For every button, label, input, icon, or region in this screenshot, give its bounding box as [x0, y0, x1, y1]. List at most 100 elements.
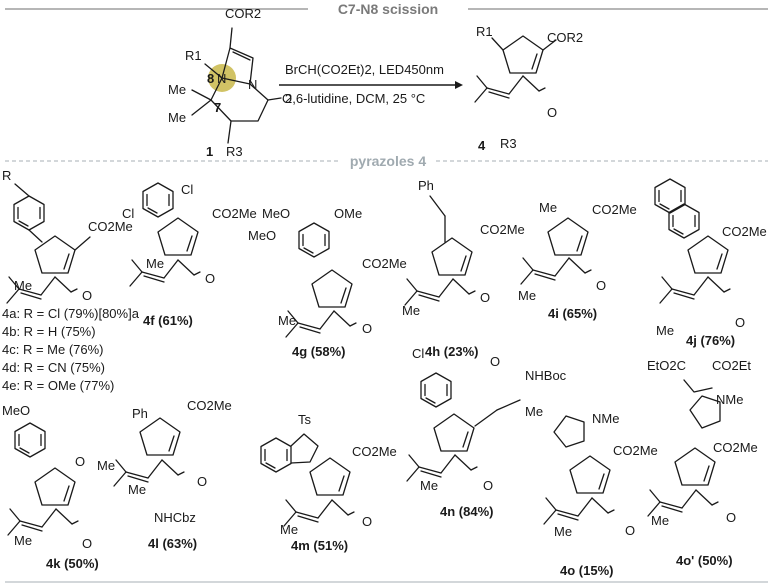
c4op-eto2c: EtO2C [647, 358, 686, 373]
c4l-nhcbz: NHCbz [154, 510, 196, 525]
c4h-ph: Ph [418, 178, 434, 193]
c4j-me: Me [656, 323, 674, 338]
sm-compound-label: 1 [206, 144, 213, 159]
sm-c7-label: 7 [214, 100, 221, 115]
c4i-co2me: CO2Me [592, 202, 637, 217]
sm-cor2: COR2 [225, 6, 261, 21]
compound-4k: MeO O Me Me O 4k (50%) [2, 403, 115, 571]
c4o-nme: NMe [592, 411, 619, 426]
c4f-cl-1: Cl [181, 182, 193, 197]
c4m-label: 4m (51%) [291, 538, 348, 553]
product-r1: R1 [476, 24, 493, 39]
sm-me-1: Me [168, 82, 186, 97]
c4j-label: 4j (76%) [686, 333, 735, 348]
c4h-co2me: CO2Me [480, 222, 525, 237]
compound-4a-4e: R CO2Me Me O 4a: R = Cl (79%)[80%]a 4b: … [2, 168, 140, 393]
compound-4h: Ph CO2Me Me O 4h (23%) [402, 178, 525, 359]
c4i-me: Me [518, 288, 536, 303]
compound-4g: MeO OMe MeO CO2Me Me O 4g (58%) [248, 206, 407, 359]
c4i-o: O [596, 278, 606, 293]
c4j-o: O [735, 315, 745, 330]
c4a-r-group: R [2, 168, 11, 183]
c4j-co2me: CO2Me [722, 224, 767, 239]
c4k-me: Me [14, 533, 32, 548]
c4l-ph: Ph [132, 406, 148, 421]
c4a-line-5: 4e: R = OMe (77%) [2, 378, 114, 393]
c4l-o: O [197, 474, 207, 489]
product-compound-label: 4 [478, 138, 486, 153]
c4g-me: Me [278, 313, 296, 328]
c4g-o: O [362, 321, 372, 336]
c4n-o: O [483, 478, 493, 493]
c4m-me: Me [280, 522, 298, 537]
c4o-label: 4o (15%) [560, 563, 613, 578]
header-title: C7-N8 scission [338, 1, 438, 17]
c4op-co2me: CO2Me [713, 440, 758, 455]
conditions-line: 2,6-lutidine, DCM, 25 °C [285, 91, 425, 106]
c4m-co2me: CO2Me [352, 444, 397, 459]
c4k-me-right: Me [97, 458, 115, 473]
c4n-cl: Cl [412, 346, 424, 361]
c4op-co2et: CO2Et [712, 358, 751, 373]
compound-4f: Cl Cl CO2Me Me O 4f (61%) [122, 182, 257, 328]
c4i-me-top: Me [539, 200, 557, 215]
c4g-meo-3: MeO [248, 228, 276, 243]
c4k-o-top: O [75, 454, 85, 469]
reaction-arrowhead [455, 81, 463, 89]
c4n-o-top: O [490, 354, 500, 369]
c4h-o: O [480, 290, 490, 305]
c4op-nme: NMe [716, 392, 743, 407]
c4m-o: O [362, 514, 372, 529]
product-r3: R3 [500, 136, 517, 151]
c4f-label: 4f (61%) [143, 313, 193, 328]
c4f-co2me: CO2Me [212, 206, 257, 221]
compound-4i: Me CO2Me Me O 4i (65%) [518, 200, 637, 321]
compound-4n: Cl O NHBoc Me Me O 4n (84%) [406, 346, 567, 519]
sm-n-atom-2: N [248, 77, 257, 92]
sm-r1: R1 [185, 48, 202, 63]
compound-4m: Ts CO2Me Me O 4m (51%) [260, 412, 397, 553]
c4f-me: Me [146, 256, 164, 271]
c4a-line-4: 4d: R = CN (75%) [2, 360, 105, 375]
sm-carbonyl-o: O [282, 91, 292, 106]
c4n-label: 4n (84%) [440, 504, 493, 519]
c4op-me: Me [651, 513, 669, 528]
sm-n8-label: 8 [207, 71, 214, 86]
product-4: R1 COR2 O R3 4 [474, 24, 583, 153]
c4f-o: O [205, 271, 215, 286]
sm-r3: R3 [226, 144, 243, 159]
c4f-cl-2: Cl [122, 206, 134, 221]
c4n-me: Me [420, 478, 438, 493]
section-title: pyrazoles 4 [350, 153, 426, 169]
c4i-label: 4i (65%) [548, 306, 597, 321]
c4g-ome-2: OMe [334, 206, 362, 221]
c4h-me: Me [402, 303, 420, 318]
c4a-line-2: 4b: R = H (75%) [2, 324, 96, 339]
sm-n-atom: N [217, 71, 226, 86]
compound-4o: NMe CO2Me Me O 4o (15%) [543, 411, 658, 578]
c4m-ts: Ts [298, 412, 312, 427]
sm-me-2: Me [168, 110, 186, 125]
c4g-label: 4g (58%) [292, 344, 345, 359]
c4l-label: 4l (63%) [148, 536, 197, 551]
c4l-me: Me [128, 482, 146, 497]
c4h-label: 4h (23%) [425, 344, 478, 359]
c4l-co2me: CO2Me [187, 398, 232, 413]
c4a-co2me: CO2Me [88, 219, 133, 234]
c4op-o: O [726, 510, 736, 525]
c4k-label: 4k (50%) [46, 556, 99, 571]
product-o: O [547, 105, 557, 120]
c4g-co2me: CO2Me [362, 256, 407, 271]
c4n-me-right: Me [525, 404, 543, 419]
c4o-o: O [625, 523, 635, 538]
c4n-nhboc: NHBoc [525, 368, 567, 383]
c4a-me: Me [14, 278, 32, 293]
compound-4l: Ph CO2Me Me O NHCbz 4l (63%) [113, 398, 232, 551]
c4a-line-3: 4c: R = Me (76%) [2, 342, 104, 357]
c4o-co2me: CO2Me [613, 443, 658, 458]
c4o-me: Me [554, 524, 572, 539]
starting-material-1: COR2 R1 8 N N O Me 7 Me R3 1 [168, 6, 292, 159]
c4a-line-1: 4a: R = Cl (79%)[80%]a [2, 306, 140, 321]
compound-4o-prime: EtO2C CO2Et NMe CO2Me Me O 4o' (50%) [647, 358, 758, 568]
